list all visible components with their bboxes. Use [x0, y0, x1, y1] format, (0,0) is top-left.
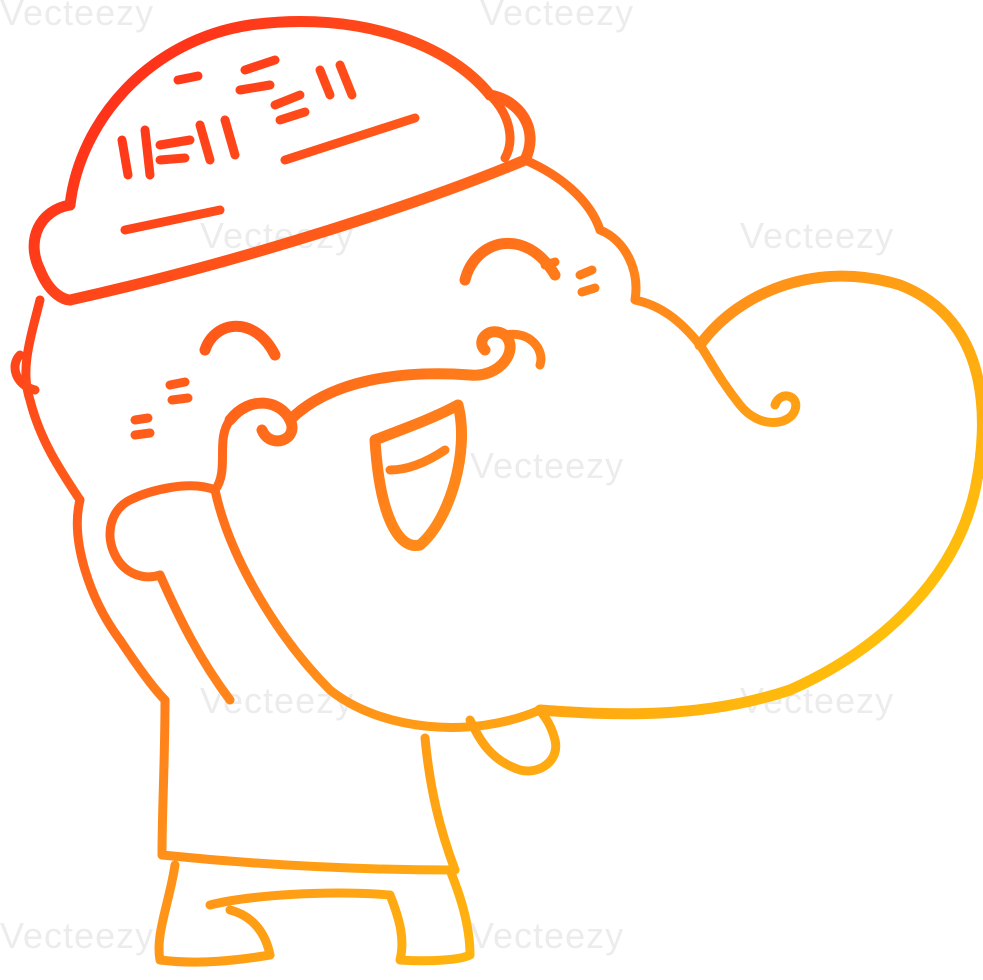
beanie-hat	[28, 16, 536, 306]
head-outline	[10, 155, 705, 645]
closed-eyes	[130, 237, 600, 440]
beard	[210, 270, 983, 732]
open-mouth	[369, 399, 467, 551]
mustache	[210, 326, 546, 495]
legs	[154, 860, 475, 967]
raised-arm	[105, 481, 235, 705]
body-shirt	[157, 695, 561, 875]
